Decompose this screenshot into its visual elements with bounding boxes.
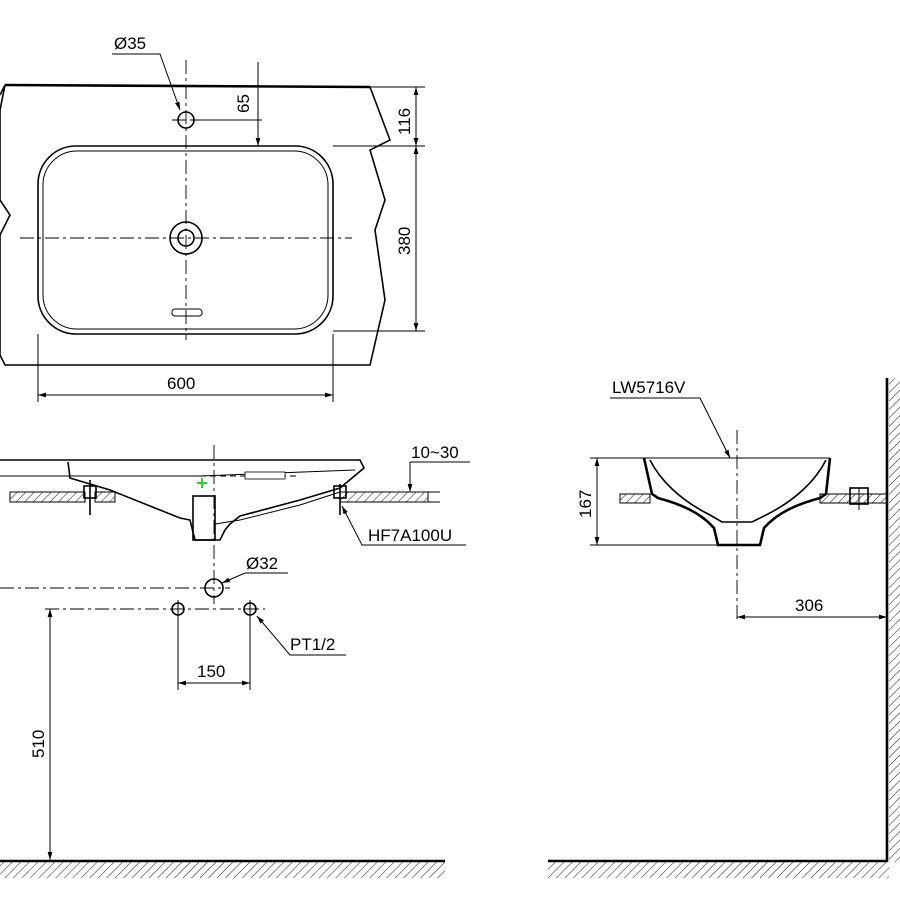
drain-outer: [169, 221, 203, 255]
supply-thread-leader: [256, 615, 346, 656]
side-view: LW5716V 167 306: [548, 378, 900, 878]
fixing-bolt-right: [333, 484, 347, 515]
overflow-slot: [171, 308, 203, 317]
supply-spacing-label: 150: [197, 662, 225, 681]
wall-distance-label: 306: [795, 596, 823, 615]
basin-height-label: 167: [576, 490, 595, 518]
drain-diameter-leader: [221, 572, 288, 584]
floor-hatch-right: [548, 862, 889, 878]
floor-hatch-left: [0, 862, 445, 878]
section-view: 10~30 HF7A100U Ø32 PT1/2 150 510: [0, 443, 470, 878]
overflow-tag: [244, 471, 286, 480]
counter-outline: [0, 84, 392, 366]
counter-thickness-label: 10~30: [411, 443, 459, 462]
fixing-bolt-left: [83, 480, 97, 515]
waste-model-leader: [341, 505, 466, 546]
waste-model-label: HF7A100U: [368, 526, 452, 545]
drain-diameter-label: Ø32: [246, 554, 278, 573]
supply-thread-label: PT1/2: [290, 635, 335, 654]
basin-model-label: LW5716V: [612, 378, 686, 397]
bowl-inner-outline: [42, 150, 329, 330]
drain-pipe: [192, 495, 216, 541]
counter-slab-right: [339, 491, 429, 503]
supply-height-label: 510: [29, 730, 48, 758]
side-basin-inner: [649, 459, 827, 523]
bowl-width-label: 600: [167, 374, 195, 393]
drain-inner: [177, 229, 195, 247]
accent-marker: [197, 478, 207, 488]
bowl-outer-outline: [37, 145, 334, 335]
tap-hole-diameter-label: Ø35: [114, 34, 146, 53]
side-basin-outer: [642, 457, 832, 547]
tap-hole-leader: [112, 53, 181, 111]
top-view: Ø35 65 116 380 600: [0, 34, 425, 402]
side-counter-right: [819, 493, 888, 504]
basin-section-outline: [0, 459, 365, 541]
wall-hatch: [889, 378, 900, 862]
counter-slab-mid: [94, 491, 116, 503]
tap-offset-label: 65: [234, 94, 253, 113]
basin-model-leader: [610, 397, 731, 459]
side-counter-left: [619, 493, 651, 504]
bowl-depth-label: 380: [395, 227, 414, 255]
back-depth-label: 116: [395, 108, 414, 135]
counter-slab-left: [9, 491, 86, 503]
